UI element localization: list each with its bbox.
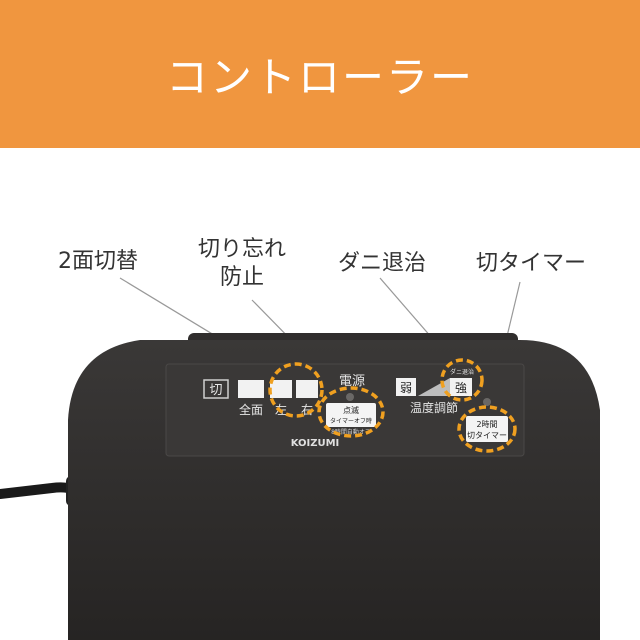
- blink-label-1: 点滅: [343, 405, 359, 415]
- right-button[interactable]: [296, 380, 318, 398]
- power-indicator-led: [346, 393, 354, 401]
- power-cable: [0, 482, 79, 499]
- all-label: 全面: [239, 402, 263, 417]
- highlight-auto-off: [317, 386, 385, 438]
- controller-scene: 切 全面 左 右 電源 点滅 タイマーオフ時 8時間自動オフ KOIZUMI 弱…: [0, 277, 600, 640]
- callout-dual-switch: 2面切替: [58, 249, 138, 274]
- temp-label: 温度調節: [410, 400, 458, 415]
- blink-note-box: [326, 403, 376, 427]
- header-banner: コントローラー: [0, 0, 640, 148]
- mite-small-label: ダニ退治: [450, 368, 474, 376]
- timer-label-1: 2時間: [476, 420, 497, 429]
- left-button[interactable]: [270, 380, 292, 398]
- blink-label-3: 8時間自動オフ: [331, 428, 371, 436]
- highlight-mite: [440, 358, 484, 402]
- highlight-timer: [457, 405, 517, 453]
- strong-label: 強: [455, 381, 467, 395]
- timer-button[interactable]: [466, 416, 508, 442]
- all-button[interactable]: [238, 380, 264, 398]
- weak-label: 弱: [400, 381, 412, 395]
- highlight-left-right: [268, 362, 324, 418]
- brand-logo: KOIZUMI: [291, 438, 340, 449]
- callout-mite-treatment: ダニ退治: [338, 251, 427, 276]
- power-label: 電源: [339, 374, 365, 389]
- weak-button[interactable]: [396, 378, 416, 396]
- timer-indicator-led: [483, 398, 491, 406]
- blink-label-2: タイマーオフ時: [330, 417, 372, 425]
- callout-auto-off: 切り忘れ 防止: [198, 236, 286, 292]
- timer-label-2: 切タイマー: [467, 431, 507, 440]
- off-button[interactable]: [203, 379, 229, 399]
- callout-off-timer: 切タイマー: [476, 251, 587, 276]
- strong-button[interactable]: [450, 378, 472, 396]
- off-label: 切: [209, 383, 222, 398]
- page-title: コントローラー: [165, 52, 474, 102]
- callout-auto-off-line2: 防止: [220, 265, 265, 290]
- callout-auto-off-line1: 切り忘れ: [198, 237, 287, 262]
